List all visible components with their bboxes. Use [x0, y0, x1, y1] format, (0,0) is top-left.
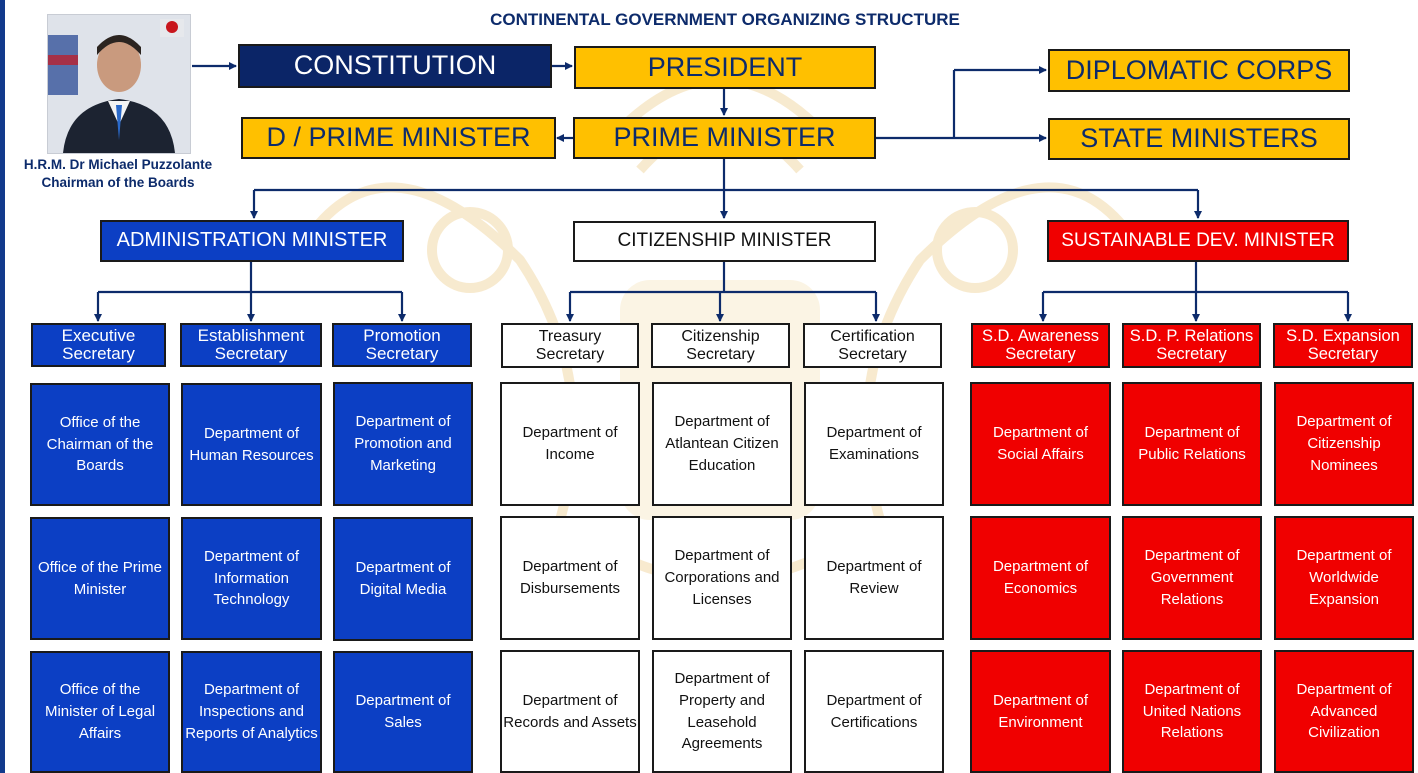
department-box: Department of Income — [500, 382, 640, 506]
sd-awareness-secretary-box: S.D. Awareness Secretary — [971, 323, 1110, 368]
establishment-secretary-box: Establishment Secretary — [180, 323, 322, 367]
department-box: Department of Review — [804, 516, 944, 640]
certification-secretary-box: Certification Secretary — [803, 323, 942, 368]
department-box: Department of Corporations and Licenses — [652, 516, 792, 640]
department-box: Office of the Minister of Legal Affairs — [30, 651, 170, 773]
department-box: Department of Economics — [970, 516, 1111, 640]
executive-secretary-box: Executive Secretary — [31, 323, 166, 367]
department-box: Department of Atlantean Citizen Educatio… — [652, 382, 792, 506]
state-ministers-box: STATE MINISTERS — [1048, 118, 1350, 160]
sd-expansion-secretary-box: S.D. Expansion Secretary — [1273, 323, 1413, 368]
citizenship-minister-box: CITIZENSHIP MINISTER — [573, 221, 876, 262]
department-box: Department of Government Relations — [1122, 516, 1262, 640]
sustainable-dev-minister-box: SUSTAINABLE DEV. MINISTER — [1047, 220, 1349, 262]
citizenship-secretary-box: Citizenship Secretary — [651, 323, 790, 368]
department-box: Office of the Prime Minister — [30, 517, 170, 640]
department-box: Department of Certifications — [804, 650, 944, 773]
department-box: Department of Environment — [970, 650, 1111, 773]
treasury-secretary-box: Treasury Secretary — [501, 323, 639, 368]
chairman-portrait — [47, 14, 191, 154]
president-box: PRESIDENT — [574, 46, 876, 89]
department-box: Department of Sales — [333, 651, 473, 773]
page-title: CONTINENTAL GOVERNMENT ORGANIZING STRUCT… — [490, 10, 960, 29]
deputy-prime-minister-box: D / PRIME MINISTER — [241, 117, 556, 159]
department-box: Department of Disbursements — [500, 516, 640, 640]
administration-minister-box: ADMINISTRATION MINISTER — [100, 220, 404, 262]
department-box: Department of Social Affairs — [970, 382, 1111, 506]
prime-minister-box: PRIME MINISTER — [573, 117, 876, 159]
chairman-caption: H.R.M. Dr Michael Puzzolante Chairman of… — [0, 156, 236, 191]
department-box: Department of United Nations Relations — [1122, 650, 1262, 773]
constitution-box: CONSTITUTION — [238, 44, 552, 88]
department-box: Department of Digital Media — [333, 517, 473, 641]
department-box: Department of Information Technology — [181, 517, 322, 640]
department-box: Department of Property and Leasehold Agr… — [652, 650, 792, 773]
department-box: Department of Inspections and Reports of… — [181, 651, 322, 773]
chairman-name: H.R.M. Dr Michael Puzzolante — [23, 157, 213, 172]
department-box: Department of Advanced Civilization — [1274, 650, 1414, 773]
department-box: Department of Worldwide Expansion — [1274, 516, 1414, 640]
department-box: Department of Records and Assets — [500, 650, 640, 773]
diplomatic-corps-box: DIPLOMATIC CORPS — [1048, 49, 1350, 92]
department-box: Department of Public Relations — [1122, 382, 1262, 506]
promotion-secretary-box: Promotion Secretary — [332, 323, 472, 367]
sd-p-relations-secretary-box: S.D. P. Relations Secretary — [1122, 323, 1261, 368]
chairman-role: Chairman of the Boards — [41, 174, 195, 190]
department-box: Department of Human Resources — [181, 383, 322, 506]
department-box: Office of the Chairman of the Boards — [30, 383, 170, 506]
department-box: Department of Promotion and Marketing — [333, 382, 473, 506]
department-box: Department of Examinations — [804, 382, 944, 506]
left-accent-bar — [0, 0, 5, 773]
department-box: Department of Citizenship Nominees — [1274, 382, 1414, 506]
